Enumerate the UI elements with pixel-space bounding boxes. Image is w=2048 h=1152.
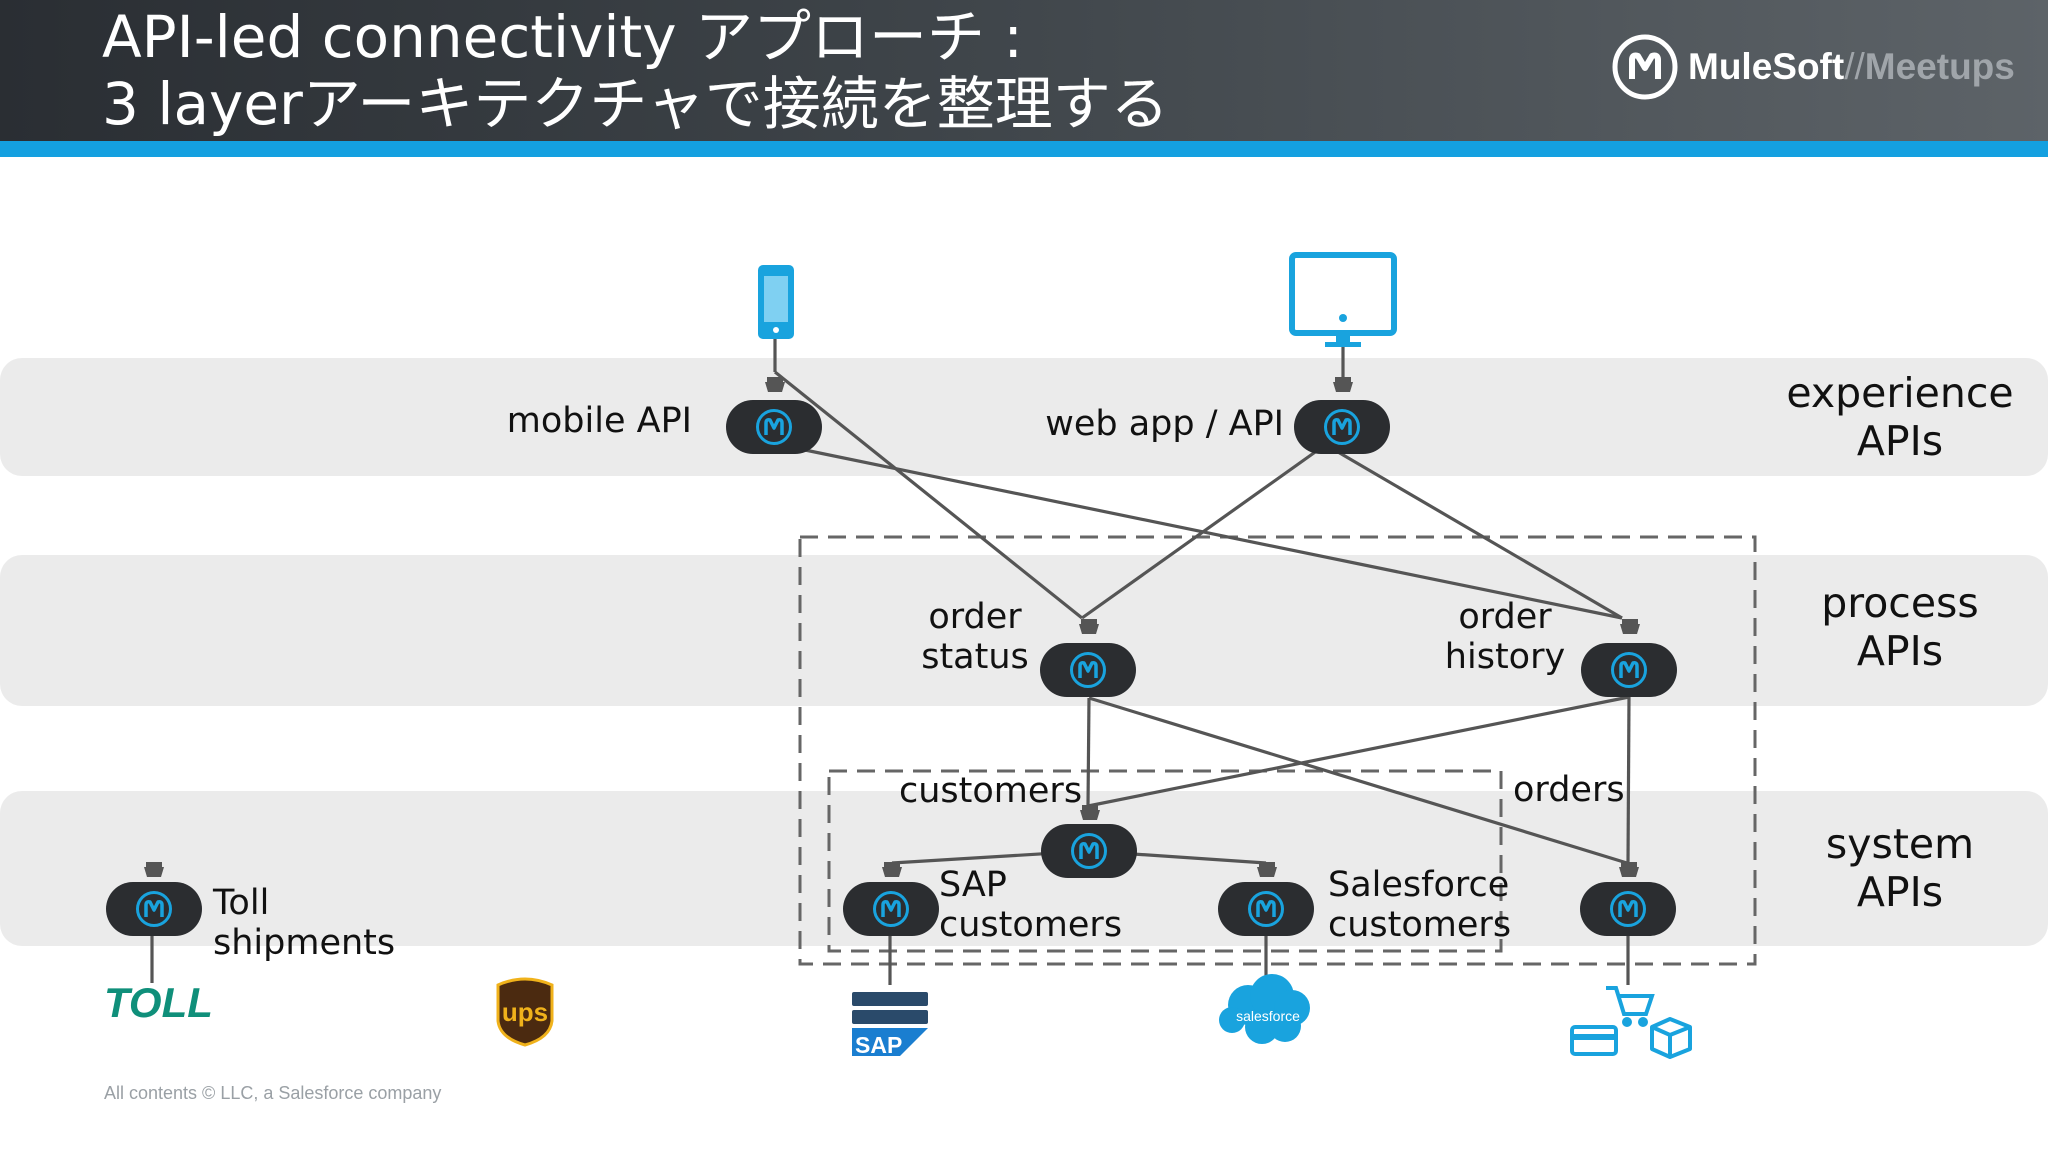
mobile-api-label: mobile API [506,401,692,441]
logo-slash: // [1844,46,1865,87]
order-history-connector [1620,619,1640,634]
process-system-boundary [798,535,1757,966]
order-history-label: order history [1430,597,1580,677]
mobile-to-order-status-line [773,370,1084,620]
salesforce-customers-label-line2: customers [1328,905,1512,945]
sap-customers-label: SAP customers [939,865,1122,945]
toll-shipments-label-line1: Toll [213,883,270,923]
shopping-cart-icon [1606,986,1655,1027]
mobile-api-node[interactable] [724,398,824,456]
process-apis-label-line1: process [1821,579,1979,627]
salesforce-customers-label: Salesforce customers [1328,865,1511,945]
system-apis-label-line1: system [1825,820,1975,868]
salesforce-customers-label-line1: Salesforce [1328,865,1510,905]
logo-sub-text: Meetups [1864,46,2015,87]
toll-shipments-label-line2: shipments [213,923,396,963]
ups-logo: ups [496,977,554,1047]
orders-node[interactable] [1578,880,1678,938]
mobile-api-connector [765,377,785,392]
toll-shipments-connector [144,862,164,877]
sap-customers-label-line1: SAP [939,865,1007,905]
credit-card-icon [1570,1025,1618,1056]
logo-brand-text: MuleSoft [1688,46,1845,87]
experience-layer-band [0,358,2048,476]
web-app-api-node[interactable] [1292,398,1392,456]
mobile-phone-icon [758,265,794,339]
toll-logo: TOLL [104,979,213,1026]
order-status-label-line2: status [921,637,1029,677]
order-status-to-orders-line [1088,696,1628,865]
orders-connector [1619,862,1639,877]
order-status-connector [1079,619,1099,634]
web-to-order-status-line [1081,448,1319,620]
slide-title-line-1: API-led connectivity アプローチ : [102,3,1023,71]
sap-customers-node[interactable] [841,880,941,938]
customers-connector [1080,805,1100,820]
system-layer-band [0,791,2048,946]
web-to-order-history-line [1337,450,1623,620]
salesforce-customers-connector [1257,862,1277,877]
header-accent-bar [0,141,2048,157]
sap-customers-label-line2: customers [939,905,1123,945]
salesforce-customers-node[interactable] [1216,880,1316,938]
customers-label: customers [899,771,1083,811]
slide-title-line-2: 3 layerアーキテクチャで接続を整理する [102,70,1169,138]
orders-label: orders [1513,770,1625,810]
web-app-api-label: web app / API [1045,404,1284,444]
process-apis-label: process APIs [1770,579,2030,675]
system-apis-label-line2: APIs [1856,868,1944,916]
order-status-label: order status [905,597,1045,677]
order-status-to-customers-line [1086,697,1091,807]
process-apis-label-line2: APIs [1856,627,1944,675]
order-history-node[interactable] [1579,641,1679,699]
desktop-monitor-icon [1289,252,1397,347]
package-box-icon [1650,1017,1692,1059]
toll-logo-text: TOLL [104,979,213,1026]
copyright-footer: All contents © LLC, a Salesforce company [104,1083,442,1103]
salesforce-logo: salesforce [1219,974,1310,1044]
order-status-label-line1: order [928,597,1022,637]
sap-logo-text: SAP [855,1032,902,1058]
web-api-connector [1333,377,1353,392]
salesforce-logo-text: salesforce [1236,1008,1300,1024]
order-status-node[interactable] [1038,641,1138,699]
experience-apis-label: experience APIs [1770,369,2030,465]
ups-logo-text: ups [502,997,548,1027]
mulesoft-meetups-logo: MuleSoft//Meetups [1612,32,2015,102]
sap-logo: SAP [852,992,928,1058]
customers-boundary [827,769,1503,953]
experience-apis-label-line2: APIs [1856,417,1944,465]
order-history-label-line1: order [1458,597,1552,637]
process-layer-band [0,555,2048,706]
sap-customers-connector [882,862,902,877]
header-banner [0,0,2048,141]
mobile-to-order-history-line [804,448,1623,620]
toll-shipments-node[interactable] [104,880,204,938]
mulesoft-logo-icon [1612,34,1678,100]
order-history-to-customers-line [1087,695,1630,808]
toll-shipments-label: Toll shipments [213,883,395,963]
order-history-label-line2: history [1444,637,1566,677]
system-apis-label: system APIs [1770,820,2030,916]
experience-apis-label-line1: experience [1786,369,2014,417]
order-history-to-orders-line [1626,696,1631,864]
